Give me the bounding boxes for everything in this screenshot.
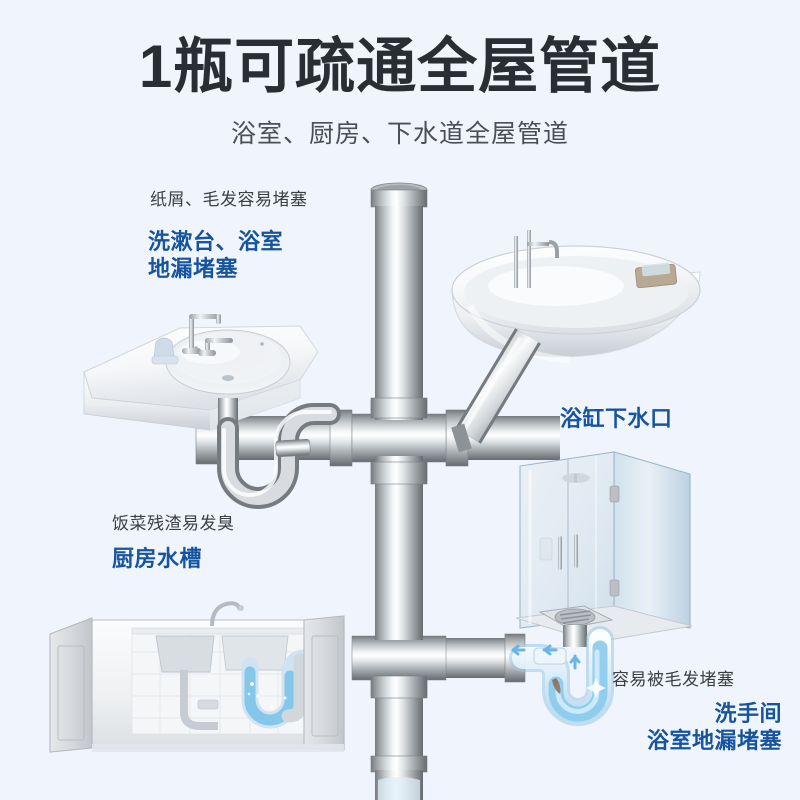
upper-cross-junction [351,397,447,485]
main-vertical-pipe [370,182,428,800]
floor-drain-label-line2: 浴室地漏堵塞 [646,728,782,753]
water-flow-arrows [511,644,581,670]
basin-label-line1: 洗漱台、浴室 [148,229,284,254]
washbasin-fixture [83,314,319,432]
page-subtitle: 浴室、厨房、下水道全屋管道 [230,120,569,148]
kitchen-label-main: 厨房水槽 [112,546,203,571]
lower-tee-junction [351,620,447,699]
basin-label-line2: 地漏堵塞 [148,256,239,281]
kitchen-label-sub: 饭菜残渣易发臭 [112,514,235,533]
kitchen-cabinet-fixture [49,601,345,753]
bathtub-fixture [451,230,701,453]
floor-drain-label-line1: 洗手间 [714,701,782,726]
shower-cabin-fixture [515,451,693,647]
bathtub-label-main: 浴缸下水口 [560,406,673,431]
basin-p-trap [217,403,341,509]
floor-drain-trap [509,626,614,726]
page-title: 1瓶可疏通全屋管道 [138,33,662,100]
floor-drain-label-main: 洗手间 浴室地漏堵塞 [612,700,782,754]
basin-label-sub: 纸屑、毛发容易堵塞 [150,190,308,209]
basin-label-main: 洗漱台、浴室 地漏堵塞 [148,228,283,282]
floor-drain-label-sub: 容易被毛发堵塞 [612,670,735,689]
